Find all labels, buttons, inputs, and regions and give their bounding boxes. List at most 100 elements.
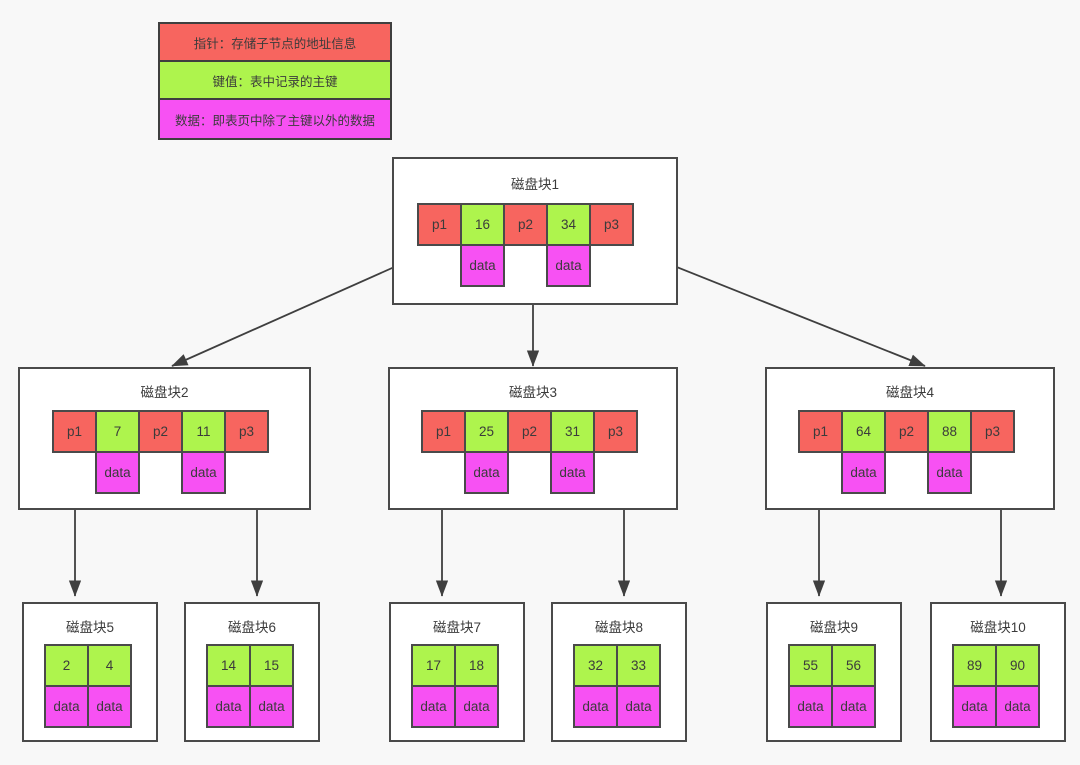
node-block9-data-2[interactable]: data <box>831 685 876 728</box>
node-block1-cell-key-34[interactable]: 34 <box>546 203 591 246</box>
node-block4-cell-key-88[interactable]: 88 <box>927 410 972 453</box>
node-block4-cell-p3[interactable]: p3 <box>970 410 1015 453</box>
node-block7-data-row: data data <box>411 685 499 728</box>
node-block1-cell-p2[interactable]: p2 <box>503 203 548 246</box>
node-block9-key-56[interactable]: 56 <box>831 644 876 687</box>
node-block3-data-31[interactable]: data <box>550 451 595 494</box>
node-block2-data-11[interactable]: data <box>181 451 226 494</box>
node-block2[interactable]: 磁盘块2 p1 7 p2 11 p3 data data <box>18 367 311 510</box>
node-block8-title: 磁盘块8 <box>594 620 643 635</box>
node-block3-cells: p1 25 p2 31 p3 <box>421 410 638 453</box>
node-block1-data-34[interactable]: data <box>546 244 591 287</box>
node-block6-key-row: 14 15 <box>206 644 294 687</box>
node-block7-key-18[interactable]: 18 <box>454 644 499 687</box>
node-block8-data-row: data data <box>573 685 661 728</box>
node-block10-title: 磁盘块10 <box>970 620 1026 635</box>
node-block6-data-1[interactable]: data <box>206 685 251 728</box>
node-block1-cell-key-16[interactable]: 16 <box>460 203 505 246</box>
legend-row-pointer: 指针：存储子节点的地址信息 <box>160 24 390 62</box>
node-block5-title: 磁盘块5 <box>65 620 114 635</box>
node-block7[interactable]: 磁盘块7 17 18 data data <box>389 602 525 742</box>
node-block10-data-2[interactable]: data <box>995 685 1040 728</box>
node-block6-data-row: data data <box>206 685 294 728</box>
node-block10-grid: 89 90 data data <box>952 644 1040 728</box>
node-block3-cell-p3[interactable]: p3 <box>593 410 638 453</box>
node-block6-title: 磁盘块6 <box>227 620 276 635</box>
node-block5-key-4[interactable]: 4 <box>87 644 132 687</box>
node-block1-title: 磁盘块1 <box>510 177 559 192</box>
node-block10-key-90[interactable]: 90 <box>995 644 1040 687</box>
node-block5-data-row: data data <box>44 685 132 728</box>
node-block4-data-88[interactable]: data <box>927 451 972 494</box>
node-block3-cell-p1[interactable]: p1 <box>421 410 466 453</box>
node-block6-data-2[interactable]: data <box>249 685 294 728</box>
node-block8-key-row: 32 33 <box>573 644 661 687</box>
node-block4-data-64[interactable]: data <box>841 451 886 494</box>
legend-key-label: 键值：表中记录的主键 <box>212 74 338 89</box>
node-block5-key-row: 2 4 <box>44 644 132 687</box>
node-block3-title: 磁盘块3 <box>508 385 557 400</box>
legend-data-label: 数据：即表页中除了主键以外的数据 <box>174 113 375 128</box>
node-block3-cell-key-25[interactable]: 25 <box>464 410 509 453</box>
node-block2-cell-key-7[interactable]: 7 <box>95 410 140 453</box>
node-block1-cells: p1 16 p2 34 p3 <box>417 203 634 246</box>
node-block7-data-1[interactable]: data <box>411 685 456 728</box>
node-block10-key-row: 89 90 <box>952 644 1040 687</box>
node-block10[interactable]: 磁盘块10 89 90 data data <box>930 602 1066 742</box>
node-block8-key-32[interactable]: 32 <box>573 644 618 687</box>
node-block1-cell-p1[interactable]: p1 <box>417 203 462 246</box>
node-block6[interactable]: 磁盘块6 14 15 data data <box>184 602 320 742</box>
node-block8-grid: 32 33 data data <box>573 644 661 728</box>
node-block6-key-14[interactable]: 14 <box>206 644 251 687</box>
node-block4-cell-p2[interactable]: p2 <box>884 410 929 453</box>
node-block10-key-89[interactable]: 89 <box>952 644 997 687</box>
node-block7-key-17[interactable]: 17 <box>411 644 456 687</box>
node-block3[interactable]: 磁盘块3 p1 25 p2 31 p3 data data <box>388 367 678 510</box>
node-block5-key-2[interactable]: 2 <box>44 644 89 687</box>
legend-row-key: 键值：表中记录的主键 <box>160 62 390 100</box>
node-block9-grid: 55 56 data data <box>788 644 876 728</box>
node-block3-data-25[interactable]: data <box>464 451 509 494</box>
node-block5-data-2[interactable]: data <box>87 685 132 728</box>
node-block1-cell-p3[interactable]: p3 <box>589 203 634 246</box>
node-block10-data-row: data data <box>952 685 1040 728</box>
node-block5-data-1[interactable]: data <box>44 685 89 728</box>
node-block8-key-33[interactable]: 33 <box>616 644 661 687</box>
node-block4[interactable]: 磁盘块4 p1 64 p2 88 p3 data data <box>765 367 1055 510</box>
node-block9[interactable]: 磁盘块9 55 56 data data <box>766 602 902 742</box>
node-block9-key-55[interactable]: 55 <box>788 644 833 687</box>
node-block8-data-1[interactable]: data <box>573 685 618 728</box>
node-block8[interactable]: 磁盘块8 32 33 data data <box>551 602 687 742</box>
node-block7-title: 磁盘块7 <box>432 620 481 635</box>
node-block9-title: 磁盘块9 <box>809 620 858 635</box>
node-block10-data-1[interactable]: data <box>952 685 997 728</box>
node-block4-cells: p1 64 p2 88 p3 <box>798 410 1015 453</box>
node-block2-cell-key-11[interactable]: 11 <box>181 410 226 453</box>
node-block1-data-16[interactable]: data <box>460 244 505 287</box>
node-block8-data-2[interactable]: data <box>616 685 661 728</box>
node-block4-title: 磁盘块4 <box>885 385 934 400</box>
legend: 指针：存储子节点的地址信息 键值：表中记录的主键 数据：即表页中除了主键以外的数… <box>158 22 392 140</box>
node-block1[interactable]: 磁盘块1 p1 16 p2 34 p3 data data <box>392 157 678 305</box>
node-block2-cell-p2[interactable]: p2 <box>138 410 183 453</box>
node-block4-cell-key-64[interactable]: 64 <box>841 410 886 453</box>
node-block6-key-15[interactable]: 15 <box>249 644 294 687</box>
node-block4-cell-p1[interactable]: p1 <box>798 410 843 453</box>
node-block3-cell-p2[interactable]: p2 <box>507 410 552 453</box>
legend-pointer-label: 指针：存储子节点的地址信息 <box>193 36 357 51</box>
node-block9-data-1[interactable]: data <box>788 685 833 728</box>
node-block2-cells: p1 7 p2 11 p3 <box>52 410 269 453</box>
node-block2-cell-p1[interactable]: p1 <box>52 410 97 453</box>
legend-row-data: 数据：即表页中除了主键以外的数据 <box>160 100 390 138</box>
node-block6-grid: 14 15 data data <box>206 644 294 728</box>
node-block2-data-7[interactable]: data <box>95 451 140 494</box>
node-block9-data-row: data data <box>788 685 876 728</box>
node-block7-data-2[interactable]: data <box>454 685 499 728</box>
node-block3-cell-key-31[interactable]: 31 <box>550 410 595 453</box>
node-block5-grid: 2 4 data data <box>44 644 132 728</box>
node-block2-cell-p3[interactable]: p3 <box>224 410 269 453</box>
node-block7-grid: 17 18 data data <box>411 644 499 728</box>
node-block7-key-row: 17 18 <box>411 644 499 687</box>
node-block5[interactable]: 磁盘块5 2 4 data data <box>22 602 158 742</box>
